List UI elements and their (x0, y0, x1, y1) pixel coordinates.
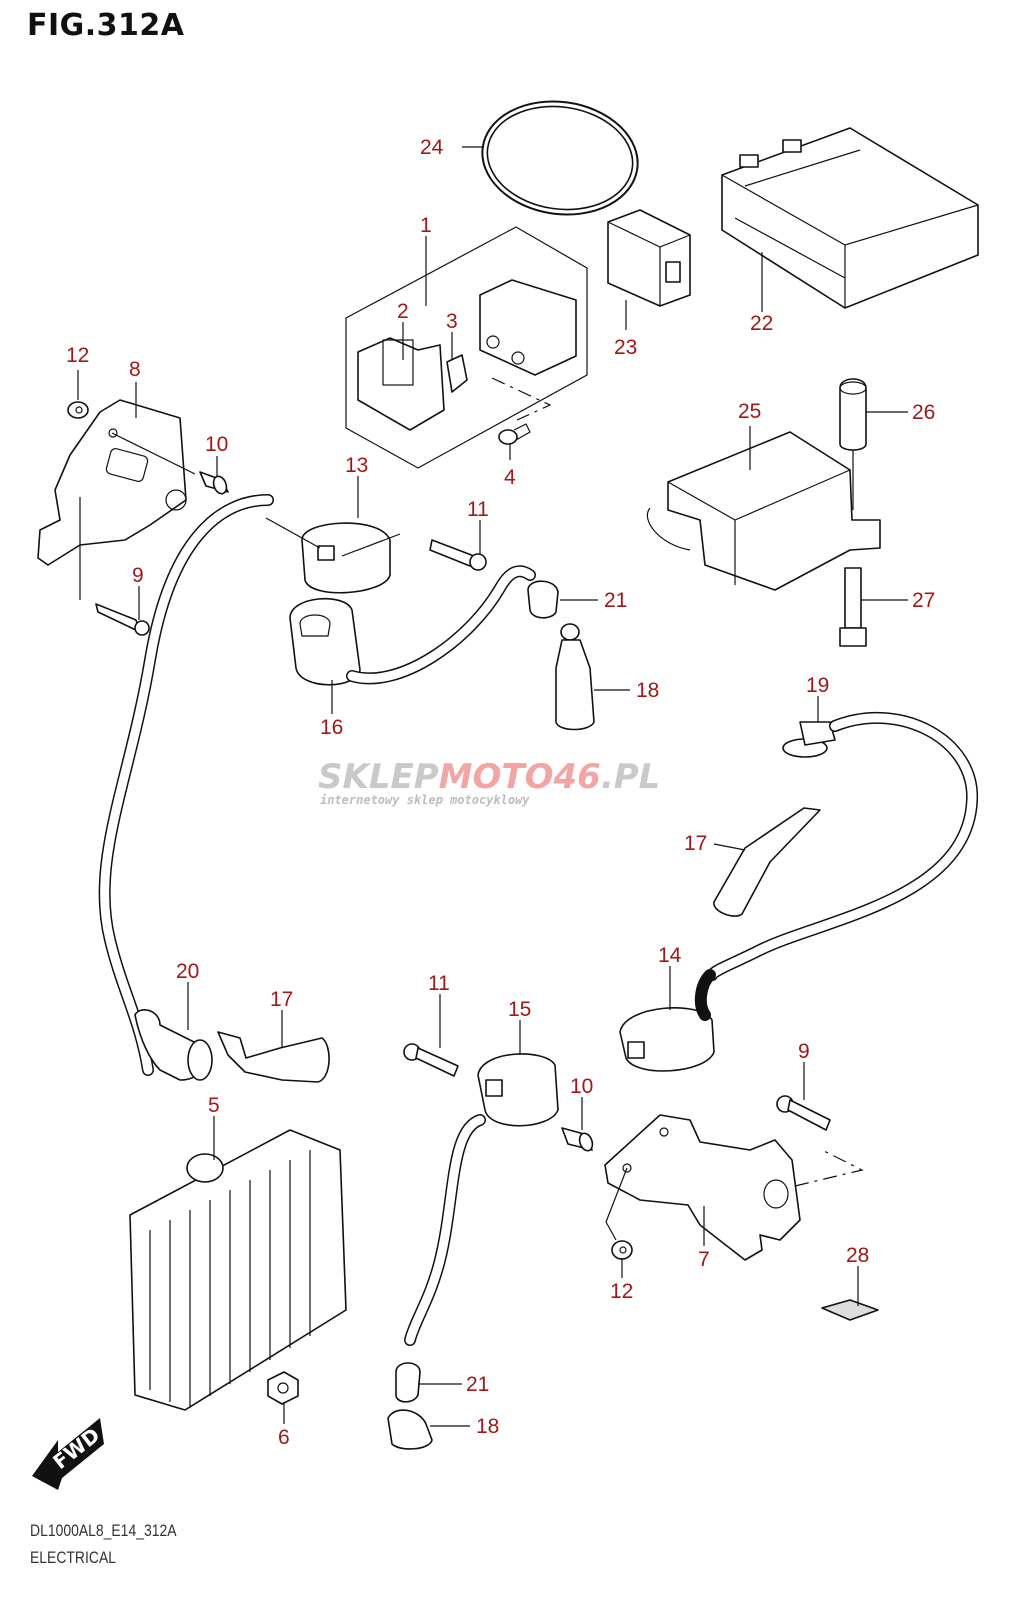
callout-19[interactable]: 19 (806, 674, 829, 697)
part-15-ignition-coil[interactable] (477, 1053, 559, 1127)
callout-labels: 24 1 2 3 4 22 23 12 8 10 9 13 11 21 18 1… (66, 136, 935, 1449)
part-11-bolt[interactable] (429, 539, 487, 571)
part-18-plug-cap-lower[interactable] (387, 1409, 433, 1450)
leader-8-10 (111, 432, 196, 475)
callout-21-top[interactable]: 21 (604, 589, 627, 612)
part-5-regulator[interactable] (129, 1129, 347, 1411)
leader-12-lower (605, 1167, 628, 1241)
callout-23[interactable]: 23 (614, 336, 637, 359)
leader-13b (341, 533, 401, 557)
callout-4[interactable]: 4 (504, 466, 516, 489)
part-23-relay[interactable] (607, 209, 691, 307)
dashline-4 (491, 377, 552, 421)
callout-20[interactable]: 20 (176, 960, 199, 983)
callout-28[interactable]: 28 (846, 1244, 869, 1267)
callout-25[interactable]: 25 (738, 400, 761, 423)
callout-17-right[interactable]: 17 (684, 832, 707, 855)
part-17-plug-cap[interactable] (713, 807, 821, 917)
starter-relay-body[interactable] (479, 279, 577, 376)
part-17-plug-cap-left[interactable] (217, 1031, 330, 1083)
callout-22[interactable]: 22 (750, 312, 773, 335)
watermark-subtitle: internetowy sklep motocyklowy (320, 793, 530, 807)
part-10-spacer-lower[interactable] (561, 1127, 595, 1153)
hose-16 (346, 565, 536, 685)
figure-name: ELECTRICAL (30, 1548, 116, 1567)
callout-10-top[interactable]: 10 (205, 433, 228, 456)
part-26-collar[interactable] (839, 378, 867, 451)
part-24-o-ring[interactable] (475, 92, 645, 225)
watermark-46: 46 (553, 757, 601, 797)
part-12-nut[interactable] (67, 401, 89, 419)
part-12-nut-lower[interactable] (611, 1240, 633, 1260)
part-21-cap-lower[interactable] (395, 1362, 421, 1403)
callout-21-lower[interactable]: 21 (466, 1373, 489, 1396)
watermark-pl: .PL (601, 757, 661, 797)
callout-27[interactable]: 27 (912, 589, 935, 612)
hose-right (706, 711, 979, 981)
part-18-plug-cap[interactable] (555, 623, 595, 731)
callout-18-lower[interactable]: 18 (476, 1415, 499, 1438)
svg-text:SKLEPMOTO46.PL: SKLEPMOTO46.PL (318, 757, 660, 797)
callout-7[interactable]: 7 (698, 1248, 710, 1271)
part-27-bolt[interactable] (839, 567, 867, 647)
part-28-pad[interactable] (821, 1299, 879, 1321)
callout-1[interactable]: 1 (420, 214, 432, 237)
part-11-bolt-lower[interactable] (403, 1043, 459, 1077)
callout-15[interactable]: 15 (508, 998, 531, 1021)
part-2-cover[interactable] (357, 337, 445, 431)
leader-13 (265, 517, 321, 549)
figure-code: DL1000AL8_E14_312A (30, 1521, 177, 1540)
callout-9-top[interactable]: 9 (132, 564, 144, 587)
dashline-9 (794, 1149, 864, 1187)
callout-10-lower[interactable]: 10 (570, 1075, 593, 1098)
part-8-bracket[interactable] (37, 399, 187, 566)
part-25-sensor-unit[interactable] (646, 431, 881, 591)
hose-left (98, 494, 274, 1076)
part-7-bracket[interactable] (604, 1114, 801, 1261)
callout-12-top[interactable]: 12 (66, 344, 89, 367)
leaders (77, 236, 908, 1427)
part-4-bolt[interactable] (498, 423, 531, 445)
callout-11-top[interactable]: 11 (467, 498, 489, 521)
figure-title: FIG.312A (27, 8, 185, 43)
part-3-fuse[interactable] (446, 354, 468, 393)
callout-5[interactable]: 5 (208, 1094, 220, 1117)
callout-12-lower[interactable]: 12 (610, 1280, 633, 1303)
callout-18-top[interactable]: 18 (636, 679, 659, 702)
part-20-boot[interactable] (134, 1009, 213, 1081)
part-22-ecm[interactable] (721, 127, 979, 309)
watermark-moto: MOTO (439, 757, 554, 797)
callout-17-left[interactable]: 17 (270, 988, 293, 1011)
fwd-arrow: FWD (32, 1418, 104, 1490)
callout-6[interactable]: 6 (278, 1426, 290, 1449)
part-19-grommet[interactable] (782, 721, 836, 758)
part-9-bolt-lower[interactable] (776, 1095, 831, 1131)
part-14-ignition-coil[interactable] (619, 1007, 715, 1072)
callout-26[interactable]: 26 (912, 401, 935, 424)
callout-8[interactable]: 8 (129, 358, 141, 381)
callout-2[interactable]: 2 (397, 300, 409, 323)
part-6-nut[interactable] (267, 1371, 299, 1405)
watermark-sklep: SKLEP (318, 757, 439, 797)
part-1-starter-relay-kit[interactable] (345, 226, 588, 469)
part-10-spacer[interactable] (199, 471, 229, 496)
callout-9-lower[interactable]: 9 (798, 1040, 810, 1063)
hose-15 (404, 1114, 486, 1346)
callout-24[interactable]: 24 (420, 136, 444, 159)
part-21-cap[interactable] (527, 580, 559, 619)
part-13-ignition-coil[interactable] (301, 522, 391, 594)
part-9-bolt[interactable] (95, 603, 150, 636)
callout-3[interactable]: 3 (446, 310, 458, 333)
callout-14[interactable]: 14 (658, 944, 682, 967)
callout-11-lower[interactable]: 11 (428, 972, 450, 995)
callout-16[interactable]: 16 (320, 716, 343, 739)
callout-13[interactable]: 13 (345, 454, 368, 477)
hose-14 (694, 969, 716, 1021)
part-16-ignition-coil[interactable] (289, 597, 361, 686)
watermark: SKLEPMOTO46.PL internetowy sklep motocyk… (318, 757, 660, 807)
